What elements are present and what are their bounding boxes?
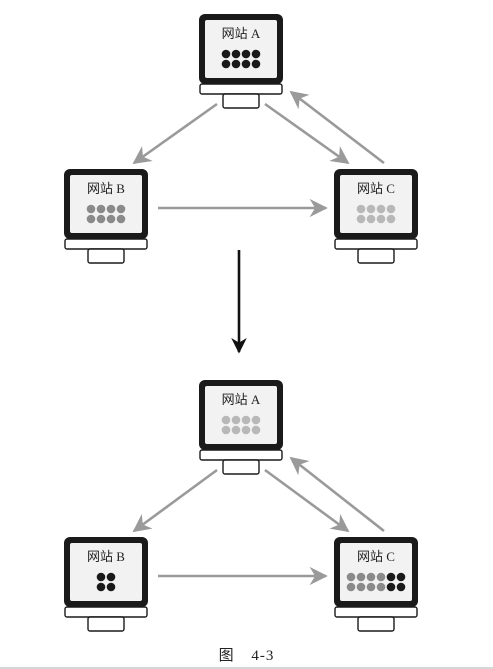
site-label: 网站 C: [357, 549, 395, 564]
data-dot: [376, 204, 386, 214]
data-dot: [356, 582, 366, 592]
link-c-to-a: [289, 456, 385, 533]
data-dot: [106, 572, 116, 582]
monitor-site-c: 网站 C: [334, 169, 418, 264]
site-label: 网站 A: [222, 392, 261, 407]
data-dot: [356, 204, 366, 214]
data-dot: [221, 425, 231, 435]
data-dot: [356, 214, 366, 224]
data-dot: [251, 415, 261, 425]
data-dots: [346, 572, 406, 592]
monitor-site-b: 网站 B: [64, 169, 148, 264]
data-dot: [251, 59, 261, 69]
monitor-site-a: 网站 A: [199, 14, 283, 109]
data-dot: [106, 582, 116, 592]
data-dot: [86, 214, 96, 224]
monitor-chin: [334, 606, 418, 618]
monitor-site-c: 网站 C: [334, 537, 418, 632]
figure-caption: 图 4-3: [0, 644, 493, 665]
data-dot: [251, 49, 261, 59]
data-dot: [346, 582, 356, 592]
monitor-stand: [87, 616, 125, 632]
data-dot: [96, 572, 106, 582]
data-dot: [366, 214, 376, 224]
data-dot: [241, 49, 251, 59]
data-dot: [376, 572, 386, 582]
link-a-to-b: [132, 468, 218, 533]
data-dots: [221, 415, 261, 435]
monitor-site-b: 网站 B: [64, 537, 148, 632]
data-dot: [346, 572, 356, 582]
data-dot: [106, 214, 116, 224]
figure-caption-prefix: 图: [218, 648, 235, 664]
data-dot: [396, 582, 406, 592]
data-dots: [221, 49, 261, 69]
data-dot: [96, 582, 106, 592]
monitor-chin: [64, 606, 148, 618]
data-dot: [231, 49, 241, 59]
data-dot: [221, 415, 231, 425]
monitor-chin: [199, 449, 283, 461]
data-dots: [96, 572, 116, 592]
data-dots: [86, 204, 126, 224]
monitor-stand: [357, 616, 395, 632]
data-dot: [386, 204, 396, 214]
data-dot: [231, 415, 241, 425]
data-dot: [86, 204, 96, 214]
data-dot: [396, 572, 406, 582]
monitor-chin: [64, 238, 148, 250]
data-dot: [386, 582, 396, 592]
data-dot: [221, 49, 231, 59]
data-dot: [366, 572, 376, 582]
monitor-stand: [222, 459, 260, 475]
data-dots: [356, 204, 396, 224]
data-dot: [376, 582, 386, 592]
monitor-chin: [334, 238, 418, 250]
site-label: 网站 A: [222, 26, 261, 41]
monitor-stand: [357, 248, 395, 264]
link-c-to-a: [289, 90, 385, 165]
monitor-site-a: 网站 A: [199, 380, 283, 475]
data-dot: [386, 572, 396, 582]
site-label: 网站 B: [87, 181, 125, 196]
data-dot: [116, 214, 126, 224]
monitor-stand: [222, 93, 260, 109]
link-a-to-c: [264, 468, 350, 533]
data-dot: [116, 204, 126, 214]
monitor-stand: [87, 248, 125, 264]
data-dot: [366, 582, 376, 592]
data-dot: [356, 572, 366, 582]
data-dot: [386, 214, 396, 224]
link-a-to-c: [264, 102, 350, 165]
data-dot: [231, 425, 241, 435]
data-dot: [241, 59, 251, 69]
monitor-screen: [70, 543, 142, 601]
site-label: 网站 B: [87, 549, 125, 564]
page-divider: [0, 667, 493, 669]
data-dot: [96, 204, 106, 214]
link-a-to-b: [132, 102, 218, 165]
data-dot: [251, 425, 261, 435]
data-dot: [376, 214, 386, 224]
data-dot: [221, 59, 231, 69]
monitor-chin: [199, 83, 283, 95]
figure-caption-number: 4-3: [251, 648, 275, 664]
data-dot: [366, 204, 376, 214]
data-dot: [241, 415, 251, 425]
site-label: 网站 C: [357, 181, 395, 196]
diagram-after: 网站 A 网站 B 网站 C: [64, 380, 418, 632]
data-dot: [241, 425, 251, 435]
data-dot: [231, 59, 241, 69]
diagram-before: 网站 A 网站 B 网站 C: [64, 14, 418, 264]
data-dot: [96, 214, 106, 224]
data-dot: [106, 204, 116, 214]
